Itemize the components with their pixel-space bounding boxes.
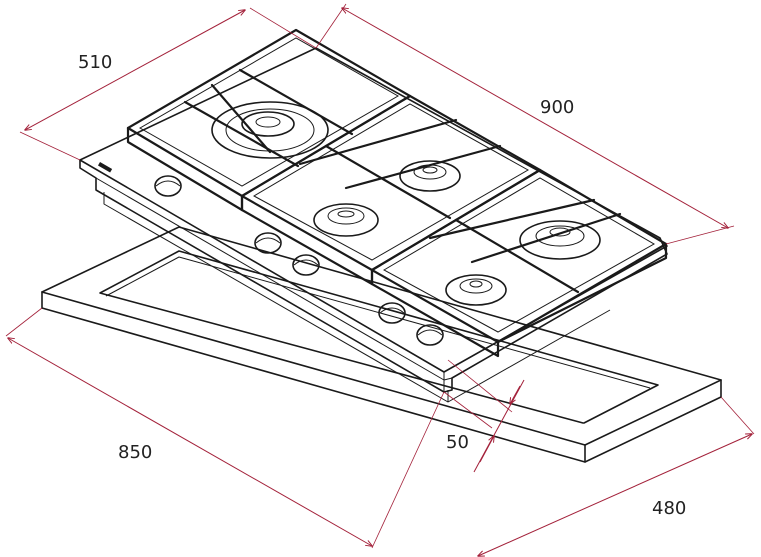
label-clearance: 50 — [446, 432, 469, 453]
ext-50-upper — [447, 359, 513, 413]
pan-supports — [126, 28, 668, 358]
dim-line-850 — [8, 338, 372, 546]
dim-arrow-50-upper — [510, 385, 521, 404]
dim-line-900 — [342, 8, 728, 228]
ext-510-back — [249, 7, 317, 49]
label-cutout-width: 850 — [118, 442, 152, 463]
ext-480-right — [720, 396, 755, 435]
cutout-frame-inner-opening — [99, 250, 659, 424]
knob-1 — [154, 175, 182, 197]
dimension-lines — [5, 3, 755, 556]
knob-3 — [292, 254, 320, 276]
burner-front-right — [445, 274, 507, 306]
burner-rear-middle — [399, 160, 461, 192]
hob-body — [79, 47, 668, 403]
cutout-frame — [41, 226, 722, 463]
dim-line-480 — [478, 434, 752, 556]
knob-5 — [416, 324, 444, 346]
ext-510-front — [19, 131, 81, 161]
ext-900-right — [665, 225, 735, 245]
ext-850-right — [371, 391, 445, 549]
dim-line-510 — [25, 10, 245, 130]
hob-base-tray — [103, 192, 611, 403]
cutout-frame-outer — [41, 226, 722, 463]
dimension-labels: 510 900 850 480 50 — [78, 52, 686, 519]
label-width: 900 — [540, 97, 574, 118]
burner-rear-right — [519, 220, 601, 260]
knob-4 — [378, 302, 406, 324]
dim-arrow-50-lower — [479, 436, 494, 463]
knob-2 — [254, 232, 282, 254]
burners — [211, 101, 601, 306]
ext-850-left — [5, 307, 43, 337]
grate-middle — [240, 94, 542, 286]
brand-logo-mark — [98, 162, 113, 173]
ext-900-back — [315, 3, 347, 49]
hob-lower-edge — [95, 177, 453, 381]
cutout-frame-front-top-edge — [41, 291, 586, 446]
label-cutout-depth: 480 — [652, 498, 686, 519]
label-depth: 510 — [78, 52, 112, 73]
burner-front-middle — [313, 203, 379, 237]
control-knobs — [154, 175, 444, 346]
ext-50-lower — [443, 391, 493, 429]
